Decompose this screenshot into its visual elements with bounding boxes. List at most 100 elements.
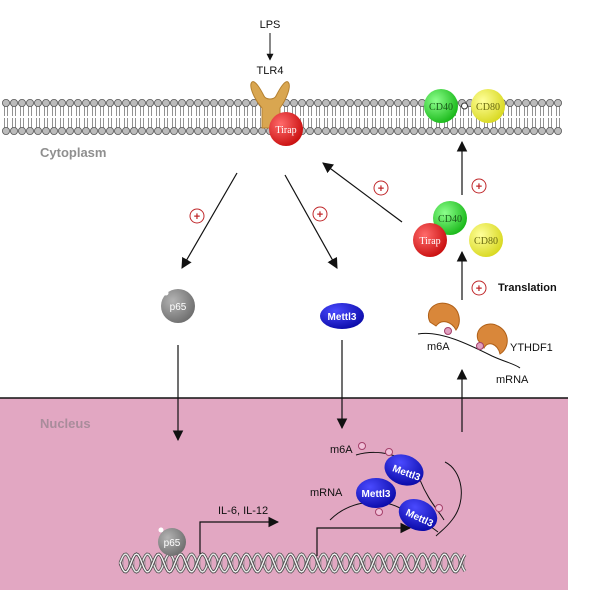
lipid-head	[313, 127, 322, 136]
lipid-head	[9, 99, 18, 108]
lipid-head	[233, 127, 242, 136]
tirap-membrane-label: Tirap	[275, 125, 296, 136]
lipid-head	[554, 99, 563, 108]
tlr4-label: TLR4	[257, 65, 284, 77]
plus-marker	[471, 178, 487, 194]
lipid-head	[497, 127, 506, 136]
lipid-head	[377, 99, 386, 108]
lipid-head	[114, 99, 123, 108]
lipid-head	[409, 99, 418, 108]
nucleus-label: Nucleus	[40, 416, 91, 431]
lipid-head	[50, 99, 59, 108]
lipid-head	[393, 99, 402, 108]
lipid-head	[514, 99, 523, 108]
mettl3-nucleus-2	[356, 478, 396, 508]
lipid-head	[177, 99, 186, 108]
cd40-membrane	[424, 89, 458, 123]
lipid-head	[289, 99, 298, 108]
lipid-head	[177, 127, 186, 136]
m6a-site	[375, 508, 383, 516]
plus-sign: +	[194, 211, 200, 223]
dna-helix	[118, 552, 467, 574]
lipid-head	[98, 127, 107, 136]
lipid-head	[217, 127, 226, 136]
lipid-head	[98, 99, 107, 108]
lipid-head	[249, 127, 258, 136]
lipid-head	[329, 127, 338, 136]
lipid-head	[17, 99, 26, 108]
lipid-head	[137, 99, 146, 108]
lipid-head	[345, 99, 354, 108]
lipid-head	[58, 99, 67, 108]
plus-marker	[312, 206, 328, 222]
lipid-head	[66, 127, 75, 136]
plus-sign: +	[476, 181, 482, 193]
lipid-head	[530, 127, 539, 136]
lipid-head	[193, 99, 202, 108]
lipid-head	[145, 99, 154, 108]
plus-sign: +	[317, 209, 323, 221]
lipid-head	[209, 127, 218, 136]
lipid-head	[329, 99, 338, 108]
lipid-head	[50, 127, 59, 136]
lipid-head	[42, 127, 51, 136]
cd80-membrane-label: CD80	[476, 102, 500, 113]
cd40-membrane-label: CD40	[429, 102, 453, 113]
arrow-to-mettl3	[284, 174, 338, 269]
lps-label: LPS	[260, 19, 281, 31]
lipid-head	[522, 99, 531, 108]
lipid-head	[473, 127, 482, 136]
lipid-head	[122, 127, 131, 136]
lipid-head	[393, 127, 402, 136]
dna-strand-front-highlight	[119, 553, 466, 573]
mrna-strand-nucleus-right	[435, 461, 462, 537]
lipid-head	[9, 127, 18, 136]
plus-sign: +	[476, 283, 482, 295]
mrna-label-cytoplasm: mRNA	[496, 374, 529, 386]
lipid-head	[193, 127, 202, 136]
p65-phospho	[163, 290, 169, 296]
lipid-head	[42, 99, 51, 108]
lipid-head	[361, 99, 370, 108]
transcription-arrow-cytokines	[199, 516, 280, 554]
tirap-cytoplasm	[413, 223, 447, 257]
m6a-label-cytoplasm: m6A	[427, 341, 450, 353]
cd40-cytoplasm-label: CD40	[438, 214, 462, 225]
mrna-strand-cytoplasm	[417, 332, 521, 369]
ythdf1-label: YTHDF1	[510, 342, 553, 354]
lipid-head	[337, 99, 346, 108]
lipid-head	[353, 99, 362, 108]
lipid-head	[530, 99, 539, 108]
p65-nucleus-phospho	[158, 527, 164, 533]
lipid-head	[153, 127, 162, 136]
lipid-head	[225, 99, 234, 108]
lipid-head	[345, 127, 354, 136]
lipid-head	[369, 127, 378, 136]
lipid-head	[129, 99, 138, 108]
cd40-cd80-link	[461, 102, 468, 110]
m6a-label-nucleus: m6A	[330, 444, 353, 456]
lipid-head	[34, 127, 43, 136]
mettl3-cytoplasm-label: Mettl3	[328, 312, 357, 323]
lipid-head	[385, 127, 394, 136]
m6a-site	[358, 442, 366, 450]
lipid-head	[161, 99, 170, 108]
plus-marker	[189, 208, 205, 224]
cytoplasm-label: Cytoplasm	[40, 145, 106, 160]
mettl3-cytoplasm	[320, 303, 364, 329]
lipid-head	[457, 127, 466, 136]
lipid-head	[90, 99, 99, 108]
lipid-head	[185, 127, 194, 136]
lipid-head	[225, 127, 234, 136]
lipid-head	[66, 99, 75, 108]
lipid-head	[74, 99, 83, 108]
m6a-site	[435, 504, 443, 512]
p65-cytoplasm-label: p65	[170, 302, 187, 313]
lipid-head	[233, 99, 242, 108]
lipid-head	[58, 127, 67, 136]
lipid-head	[369, 99, 378, 108]
lipid-head	[441, 127, 450, 136]
arrow-to-p65	[181, 172, 238, 269]
lipid-head	[401, 127, 410, 136]
lipid-head	[241, 99, 250, 108]
